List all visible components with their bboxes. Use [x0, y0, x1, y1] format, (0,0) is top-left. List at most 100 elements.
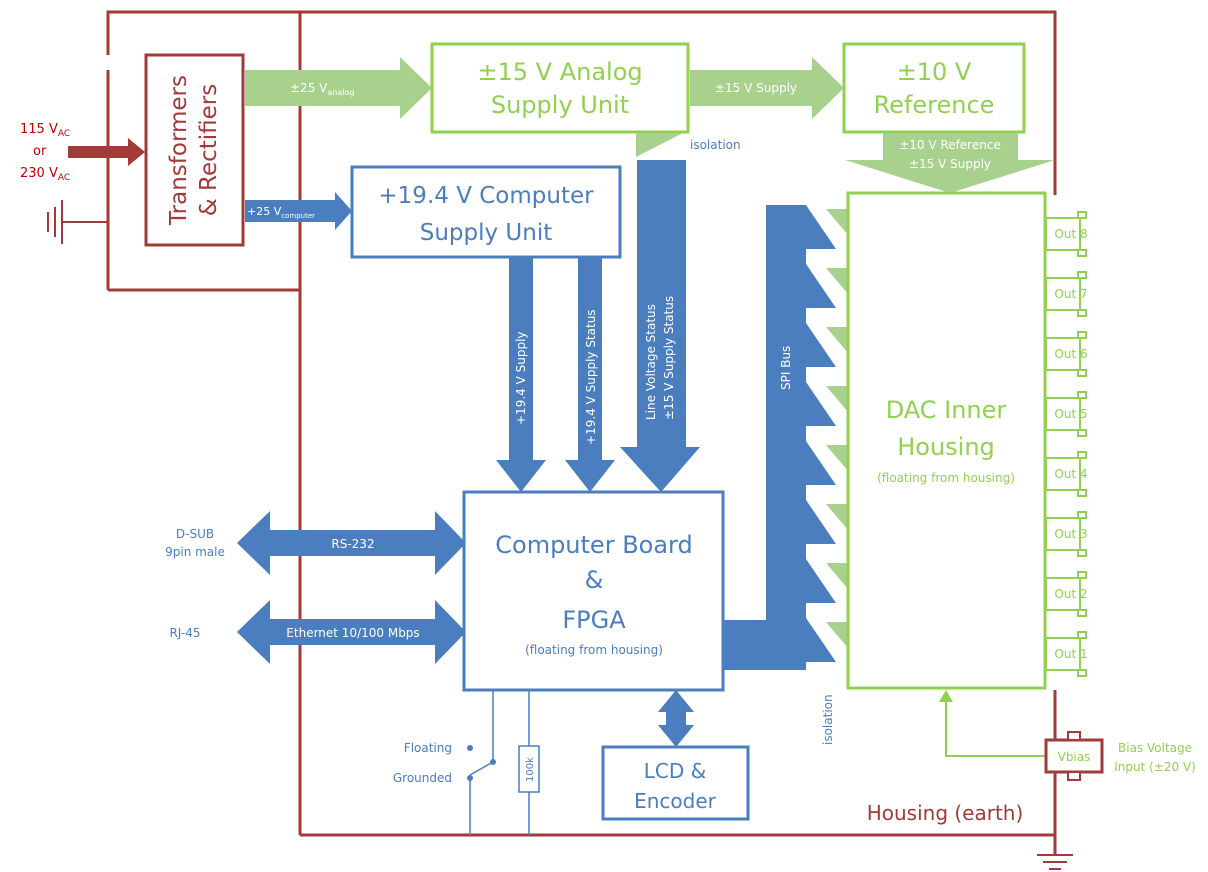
- lcd-link-arrow: [658, 690, 694, 747]
- dsub-label: D-SUB: [176, 527, 214, 541]
- analog-supply-title: ±15 V Analog: [477, 58, 642, 86]
- spi-tooth-green: [826, 563, 848, 589]
- resistor-icon: [518, 745, 540, 793]
- spi-tooth-blue: [806, 323, 836, 367]
- output-connector-tab: [1077, 451, 1087, 459]
- spi-tooth-green: [826, 504, 848, 530]
- spi-tooth-green: [826, 622, 848, 648]
- supply-15v-label: ±15 V Supply: [715, 81, 797, 95]
- bias-voltage-sub-label: Input (±20 V): [1114, 760, 1196, 774]
- output-connector: Out 1: [1045, 631, 1088, 677]
- dac-note: (floating from housing): [877, 471, 1015, 485]
- output-connector: Out 6: [1045, 331, 1088, 377]
- output-connector-tab: [1077, 571, 1087, 579]
- isolation-side-label: isolation: [821, 694, 835, 745]
- computer-board-amp: &: [585, 566, 604, 594]
- isolation-top-label: isolation: [690, 138, 741, 152]
- computer-supply-block: [350, 165, 622, 259]
- resistor-label: 100k: [525, 757, 536, 782]
- output-label: Out 5: [1054, 407, 1087, 421]
- output-connector-tab: [1077, 609, 1087, 617]
- output-connector: Out 3: [1045, 511, 1088, 557]
- spi-tooth-green: [826, 386, 848, 412]
- output-connector-tab: [1077, 549, 1087, 557]
- reference-block: [842, 42, 1026, 134]
- supply-19v-label: +19.4 V Supply: [514, 331, 528, 425]
- analog-supply-subtitle: Supply Unit: [491, 91, 629, 119]
- chassis-ground-icon: [47, 200, 108, 244]
- output-connector-tab: [1077, 331, 1087, 339]
- reference-down-arrow: [845, 133, 1055, 193]
- mains-voltage-label: 115 VAC: [20, 122, 70, 139]
- mains-input-arrow: [68, 138, 145, 166]
- supply-19v-arrow: [496, 258, 546, 492]
- spi-tooth-blue: [806, 264, 836, 308]
- status-15v-label: ±15 V Supply Status: [662, 296, 676, 420]
- spi-tooth-blue: [806, 205, 836, 249]
- output-connector-body: [1045, 337, 1081, 371]
- output-connector: Out 8: [1045, 211, 1088, 257]
- output-connector: Out 4: [1045, 451, 1088, 497]
- spi-tooth-blue: [806, 500, 836, 544]
- output-connector: Out 5: [1045, 391, 1088, 437]
- spi-tooth-blue: [806, 559, 836, 603]
- vbias-connector-tab-top: [1067, 731, 1081, 741]
- isolation-wedge: [636, 133, 683, 157]
- reference-arrow-label2: ±15 V Supply: [909, 157, 991, 171]
- output-connector-tab: [1077, 369, 1087, 377]
- reference-title: ±10 V: [897, 58, 972, 86]
- output-label: Out 7: [1054, 287, 1087, 301]
- output-connector-body: [1045, 217, 1081, 251]
- output-connector-body: [1045, 637, 1081, 671]
- rs232-label: RS-232: [331, 537, 374, 551]
- ethernet-arrow: [237, 600, 466, 664]
- output-label: Out 1: [1054, 647, 1087, 661]
- vbias-label: Vbias: [1058, 750, 1091, 764]
- ethernet-label: Ethernet 10/100 Mbps: [286, 626, 419, 640]
- output-connector: Out 2: [1045, 571, 1088, 617]
- output-connector-tab: [1077, 391, 1087, 399]
- reference-subtitle: Reference: [874, 91, 995, 119]
- computer-25v-arrow: [245, 192, 352, 230]
- output-connector-tab: [1077, 429, 1087, 437]
- output-connector-body: [1045, 277, 1081, 311]
- dac-title: DAC Inner: [886, 396, 1007, 424]
- spi-bus-label: SPI Bus: [779, 346, 793, 390]
- floating-label: Floating: [404, 741, 452, 755]
- transformers-block: [144, 53, 245, 247]
- rs232-arrow: [237, 511, 466, 575]
- bias-voltage-label: Bias Voltage: [1118, 741, 1192, 755]
- reference-arrow-label1: ±10 V Reference: [899, 138, 1001, 152]
- lcd-title: LCD &: [644, 759, 706, 783]
- lcd-subtitle: Encoder: [634, 789, 717, 813]
- output-connector-body: [1045, 397, 1081, 431]
- computer-supply-subtitle: Supply Unit: [420, 220, 553, 246]
- output-connector-tab: [1077, 489, 1087, 497]
- output-connector-tab: [1077, 669, 1087, 677]
- spi-tooth-green: [826, 445, 848, 471]
- line-status-label: Line Voltage Status: [644, 304, 658, 420]
- dsub-sub-label: 9pin male: [165, 545, 225, 559]
- output-connector-tab: [1077, 211, 1087, 219]
- spi-tooth-blue: [806, 382, 836, 426]
- switch-node-floating: [467, 745, 473, 751]
- computer-board-fpga: FPGA: [562, 606, 626, 634]
- lcd-encoder-block: [601, 745, 750, 821]
- output-label: Out 4: [1054, 467, 1087, 481]
- switch-node-pivot: [490, 759, 496, 765]
- computer-board-block: [462, 490, 725, 692]
- dac-subtitle: Housing: [897, 433, 995, 461]
- grounded-label: Grounded: [393, 771, 452, 785]
- transformers-label: Transformers: [166, 75, 192, 226]
- output-label: Out 8: [1054, 227, 1087, 241]
- switch-node-grounded: [467, 775, 473, 781]
- output-connector-body: [1045, 577, 1081, 611]
- rj45-label: RJ-45: [169, 626, 200, 640]
- vbias-connector-tab-bottom: [1067, 771, 1081, 781]
- output-connectors: Out 8 Out 7 Out 6 Out 5 Out 4 Out 3 Out 2 Out 1: [1045, 211, 1088, 677]
- vbias-arrowhead: [939, 690, 953, 702]
- status-19v-label: +19.4 V Supply Status: [584, 309, 598, 445]
- spi-tooth-blue: [806, 441, 836, 485]
- spi-tooth-green: [826, 268, 848, 294]
- rectifiers-label: & Rectifiers: [196, 84, 222, 216]
